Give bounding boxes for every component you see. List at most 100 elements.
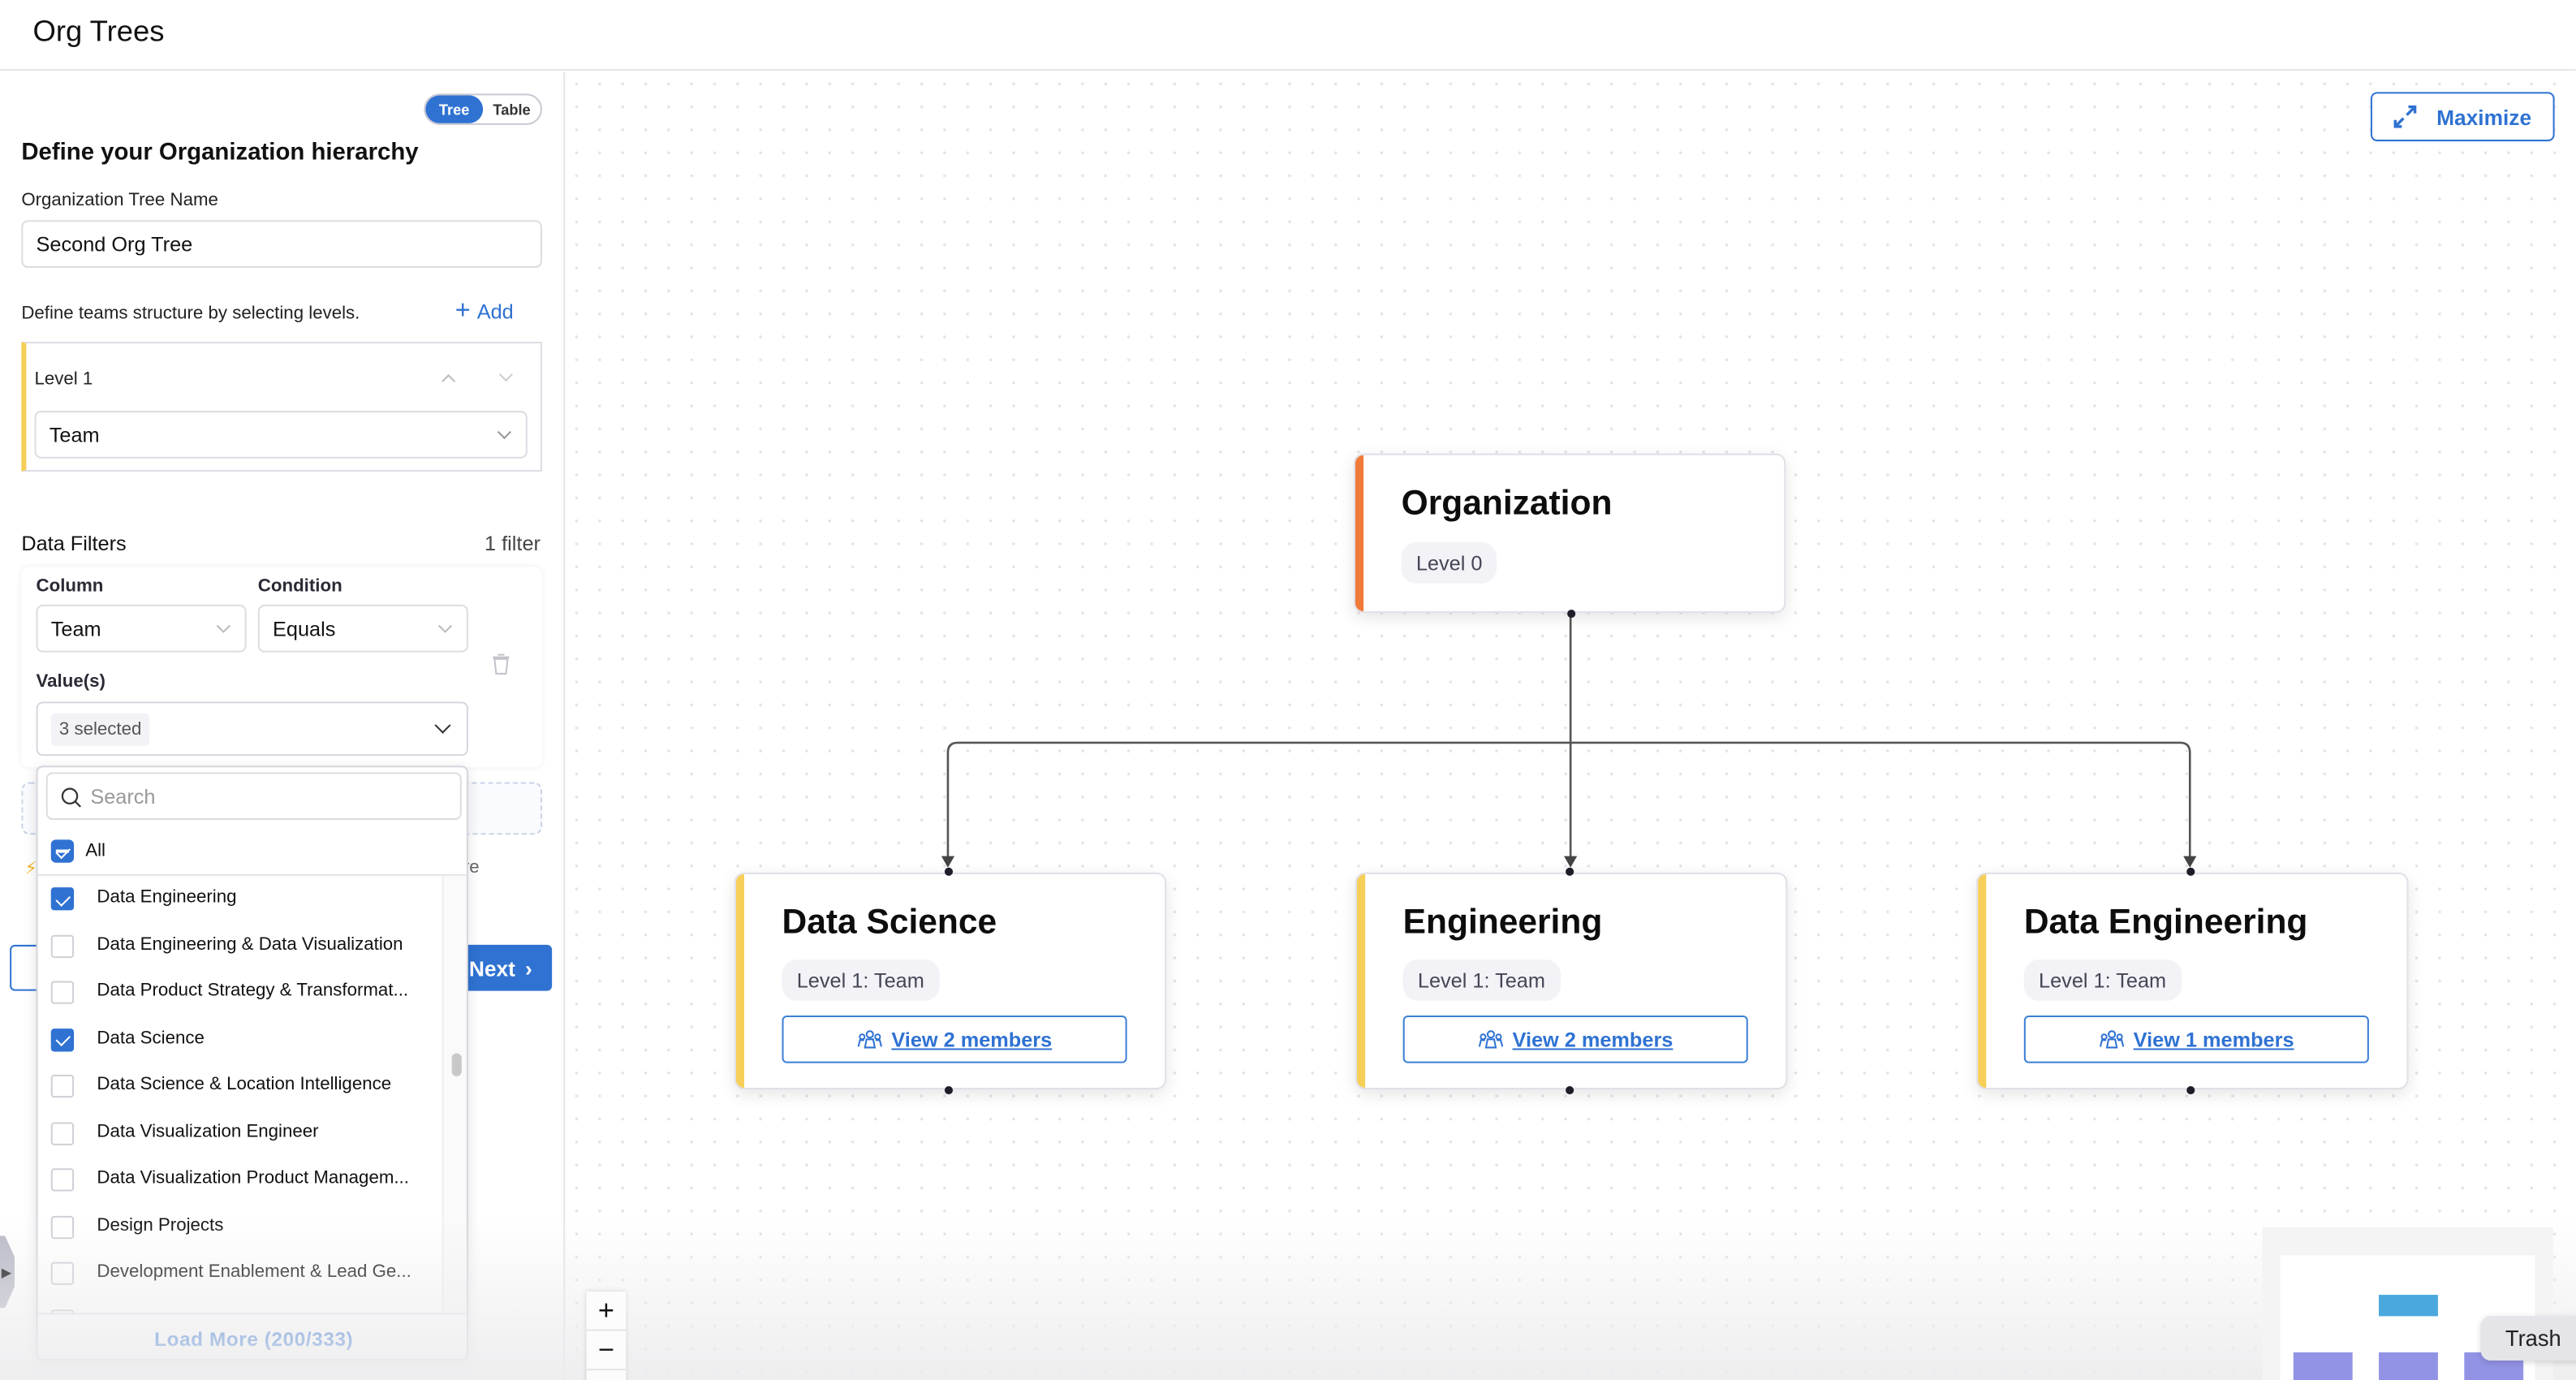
- view-members-link[interactable]: View 2 members: [1512, 1028, 1674, 1051]
- level-badge: Level 1: Team: [2023, 960, 2182, 1001]
- minimap-node-root: [2379, 1295, 2438, 1317]
- level-select-value: Team: [49, 423, 100, 446]
- view-members-link[interactable]: View 2 members: [891, 1028, 1053, 1051]
- tree-name-input[interactable]: Second Org Tree: [21, 220, 542, 268]
- select-all-label: All: [85, 841, 106, 861]
- option-label: Data Science: [97, 1028, 205, 1048]
- option-checkbox[interactable]: [50, 1168, 75, 1192]
- option-checkbox[interactable]: [50, 1121, 75, 1145]
- select-all-row[interactable]: All: [37, 828, 467, 876]
- scrollbar-thumb[interactable]: [451, 1053, 462, 1076]
- minimap-node: [2293, 1352, 2353, 1380]
- level-badge: Level 1: Team: [782, 960, 940, 1001]
- toggle-table[interactable]: Table: [493, 101, 531, 118]
- column-value: Team: [50, 617, 101, 640]
- filter-card: Column Condition Team Equals Value(s) 3 …: [21, 567, 542, 768]
- node-title: Organization: [1401, 485, 1613, 523]
- page-title: Org Trees: [32, 15, 165, 48]
- users-icon: [856, 1030, 882, 1049]
- node-handle: [1566, 608, 1575, 618]
- values-label: Value(s): [36, 671, 106, 692]
- option-label: Data Visualization Product Managem...: [97, 1168, 409, 1188]
- next-label: Next: [468, 955, 515, 981]
- chevron-right-icon: ›: [525, 955, 532, 981]
- expand-icon: [2393, 105, 2417, 128]
- column-select[interactable]: Team: [36, 604, 247, 653]
- node-handle: [2186, 867, 2195, 876]
- level-color-bar: [1355, 455, 1364, 612]
- app-header: Org Trees: [0, 0, 2576, 71]
- minimap-node: [2379, 1352, 2438, 1380]
- condition-value: Equals: [273, 617, 336, 640]
- zoom-in-button[interactable]: +: [586, 1292, 627, 1331]
- node-handle: [944, 1085, 954, 1095]
- data-filters-label: Data Filters: [21, 532, 127, 556]
- view-members-button[interactable]: View 2 members: [1402, 1015, 1748, 1063]
- node-title: Data Engineering: [2023, 903, 2308, 942]
- connector-data-engineering: [1570, 741, 2191, 863]
- connector-data-science: [946, 741, 1571, 863]
- option-label: Data Visualization Engineer: [97, 1121, 319, 1141]
- option-item[interactable]: Data Product Strategy & Transformat...: [38, 969, 442, 1016]
- option-label: Data Engineering: [97, 887, 237, 908]
- option-checkbox[interactable]: [50, 1074, 75, 1098]
- maximize-label: Maximize: [2436, 104, 2532, 129]
- node-handle: [2186, 1085, 2195, 1095]
- tree-name-label: Organization Tree Name: [21, 190, 218, 211]
- level-label: Level 1: [34, 369, 93, 390]
- tree-node-root[interactable]: Organization Level 0: [1353, 453, 1786, 614]
- option-checkbox[interactable]: [50, 887, 75, 911]
- option-checkbox[interactable]: [50, 934, 75, 958]
- option-item[interactable]: Data Science: [38, 1016, 442, 1063]
- filter-count: 1 filter: [485, 532, 541, 556]
- node-handle: [944, 867, 954, 876]
- trash-icon[interactable]: [491, 653, 510, 675]
- plus-icon: +: [454, 297, 471, 326]
- levels-hint: Define teams structure by selecting leve…: [21, 304, 360, 324]
- values-multiselect[interactable]: 3 selected: [36, 701, 468, 757]
- view-members-button[interactable]: View 2 members: [782, 1015, 1127, 1063]
- dropdown-search-input[interactable]: Search: [45, 772, 462, 821]
- search-icon: [61, 787, 81, 808]
- search-placeholder: Search: [90, 784, 156, 808]
- node-handle: [1566, 867, 1574, 876]
- node-title: Data Science: [782, 903, 997, 942]
- option-label: Data Product Strategy & Transformat...: [97, 981, 409, 1001]
- option-checkbox[interactable]: [50, 981, 75, 1004]
- arrow-head: [1564, 856, 1578, 868]
- option-checkbox[interactable]: [50, 1028, 75, 1051]
- option-item[interactable]: Data Science & Location Intelligence: [38, 1063, 442, 1110]
- trash-tooltip: Trash: [2480, 1316, 2576, 1361]
- add-label: Add: [476, 300, 514, 324]
- section-heading: Define your Organization hierarchy: [21, 140, 419, 166]
- level-badge: Level 0: [1401, 541, 1497, 584]
- level-select[interactable]: Team: [34, 411, 528, 459]
- option-label: Data Science & Location Intelligence: [97, 1074, 392, 1095]
- view-members-button[interactable]: View 1 members: [2023, 1015, 2369, 1063]
- toggle-tree[interactable]: Tree: [425, 95, 484, 123]
- condition-label: Condition: [257, 576, 342, 597]
- condition-select[interactable]: Equals: [257, 604, 468, 653]
- selected-count-chip: 3 selected: [50, 712, 150, 745]
- option-item[interactable]: Data Engineering & Data Visualization: [38, 923, 442, 969]
- arrow-head: [941, 856, 955, 868]
- maximize-button[interactable]: Maximize: [2370, 92, 2555, 142]
- lightning-icon: ⚡: [24, 859, 38, 879]
- level-color-bar: [1356, 873, 1366, 1089]
- column-label: Column: [36, 576, 104, 597]
- add-level-button[interactable]: +Add: [454, 297, 514, 326]
- view-members-link[interactable]: View 1 members: [2133, 1028, 2294, 1051]
- option-item[interactable]: Data Visualization Product Managem...: [38, 1157, 442, 1203]
- level-card: Level 1 Team: [21, 342, 542, 472]
- arrow-head: [2183, 856, 2197, 868]
- zoom-out-button[interactable]: −: [586, 1331, 627, 1371]
- view-toggle[interactable]: Tree Table: [424, 93, 542, 125]
- option-item[interactable]: Data Visualization Engineer: [38, 1110, 442, 1156]
- node-title: Engineering: [1402, 903, 1603, 942]
- option-item[interactable]: Data Engineering: [38, 876, 442, 922]
- option-label: Data Engineering & Data Visualization: [97, 934, 403, 955]
